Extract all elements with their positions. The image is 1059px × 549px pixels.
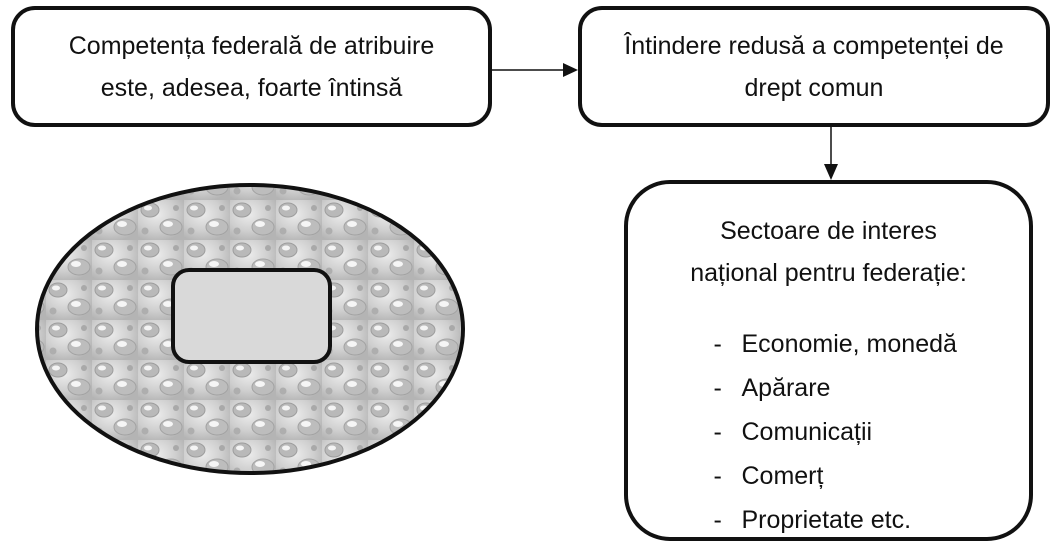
arrowhead-right (563, 63, 578, 77)
list-item: -Economie, monedă (713, 330, 957, 358)
federal-competence-box: Competența federală de atribuire este, a… (11, 6, 492, 127)
common-law-line-2: drept comun (744, 73, 884, 102)
federal-competence-line-1: Competența federală de atribuire (68, 31, 435, 60)
common-law-competence-box: Întindere redusă a competenței de drept … (578, 6, 1050, 127)
sectors-list: -Economie, monedă -Apărare -Comunicații … (714, 322, 984, 542)
list-item: -Comunicații (713, 418, 873, 446)
federal-competence-line-2: este, adesea, foarte întinsă (100, 73, 403, 102)
inner-rounded-rectangle (171, 268, 332, 364)
common-law-line-1: Întindere redusă a competenței de (624, 31, 1004, 60)
national-interest-sectors-box: Sectoare de interes național pentru fede… (624, 180, 1033, 541)
arrowhead-down (824, 164, 838, 180)
sectors-heading-line-1: Sectoare de interes (720, 217, 937, 245)
list-item: -Apărare (713, 374, 831, 402)
sectors-heading-line-2: național pentru federație: (690, 259, 967, 287)
list-item: -Proprietate etc. (713, 506, 912, 534)
list-item: -Comerț (713, 462, 824, 490)
